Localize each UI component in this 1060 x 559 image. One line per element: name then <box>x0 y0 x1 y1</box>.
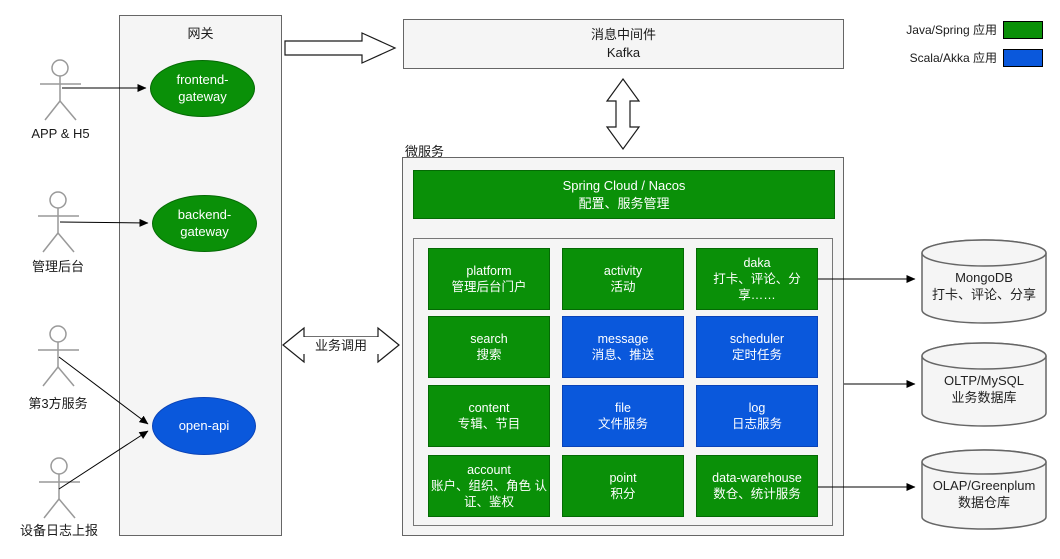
db-name: OLTP/MySQL <box>944 373 1024 389</box>
db-mysql: OLTP/MySQL 业务数据库 <box>921 342 1047 428</box>
service-desc: 账户、组织、角色 认证、鉴权 <box>431 478 547 510</box>
node-frontend-gateway: frontend-gateway <box>150 60 255 117</box>
legend-label-java: Java/Spring 应用 <box>906 23 997 37</box>
service-file: file 文件服务 <box>562 385 684 447</box>
node-open-api: open-api <box>152 397 256 455</box>
block-arrow-kafka-microservices-icon <box>605 77 641 151</box>
service-platform: platform 管理后台门户 <box>428 248 550 310</box>
service-point: point 积分 <box>562 455 684 517</box>
service-desc: 定时任务 <box>731 348 782 362</box>
service-name: message <box>597 331 649 346</box>
service-desc: 积分 <box>610 487 636 501</box>
kafka-line1: 消息中间件 <box>590 27 656 43</box>
actor-label-3rd-party: 第3方服务 <box>28 396 88 411</box>
service-desc: 打卡、评论、分享…… <box>713 271 801 303</box>
service-message: message 消息、推送 <box>562 316 684 378</box>
db-greenplum: OLAP/Greenplum 数据仓库 <box>921 449 1047 531</box>
service-daka: daka 打卡、评论、分享…… <box>696 248 818 310</box>
service-log: log 日志服务 <box>696 385 818 447</box>
service-name: platform <box>466 263 512 278</box>
service-data-warehouse: data-warehouse 数仓、统计服务 <box>696 455 818 517</box>
service-name: daka <box>743 255 771 270</box>
service-desc: 数仓、统计服务 <box>713 487 801 501</box>
service-desc: 消息、推送 <box>591 348 655 362</box>
db-desc: 打卡、评论、分享 <box>931 287 1036 302</box>
service-account: account 账户、组织、角色 认证、鉴权 <box>428 455 550 517</box>
actor-label-device-log: 设备日志上报 <box>19 523 98 538</box>
service-desc: 文件服务 <box>597 417 648 431</box>
service-desc: 专辑、节目 <box>457 417 521 431</box>
service-name: activity <box>603 263 643 278</box>
legend-swatch-scala-icon <box>1003 49 1043 67</box>
service-name: account <box>467 462 511 477</box>
service-name: file <box>615 400 631 415</box>
legend-swatch-java-icon <box>1003 21 1043 39</box>
db-name: MongoDB <box>955 270 1013 286</box>
microservices-title: 微服务 <box>405 144 445 159</box>
db-desc: 业务数据库 <box>951 390 1017 405</box>
block-arrow-gateway-to-kafka-icon <box>284 32 397 64</box>
db-name: OLAP/Greenplum <box>932 478 1036 494</box>
service-desc: 搜索 <box>476 348 502 362</box>
service-scheduler: scheduler 定时任务 <box>696 316 818 378</box>
cylinder-icon <box>921 449 1047 530</box>
actor-3rd-party-icon <box>38 325 79 387</box>
service-name: search <box>470 331 508 346</box>
actor-admin-icon <box>38 191 79 253</box>
cylinder-icon <box>921 342 1047 427</box>
actor-label-admin: 管理后台 <box>31 259 84 274</box>
spring-cloud-line2: 配置、服务管理 <box>578 195 670 211</box>
service-name: data-warehouse <box>712 470 802 485</box>
node-backend-gateway: backend-gateway <box>152 195 257 252</box>
service-desc: 活动 <box>610 280 636 294</box>
service-search: search 搜索 <box>428 316 550 378</box>
service-name: scheduler <box>729 331 785 346</box>
actor-label-app-h5: APP & H5 <box>31 126 90 141</box>
db-desc: 数据仓库 <box>957 495 1010 510</box>
spring-cloud-line1: Spring Cloud / Nacos <box>562 177 686 193</box>
legend-label-scala: Scala/Akka 应用 <box>909 51 997 65</box>
service-name: point <box>609 470 637 485</box>
service-desc: 日志服务 <box>731 417 782 431</box>
biz-call-label: 业务调用 <box>301 337 381 354</box>
actor-device-log-icon <box>39 457 80 519</box>
service-name: content <box>468 400 510 415</box>
kafka-line2: Kafka <box>606 45 641 60</box>
spring-cloud-bar: Spring Cloud / Nacos 配置、服务管理 <box>413 170 835 219</box>
actor-app-h5-icon <box>40 59 81 121</box>
db-mongodb: MongoDB 打卡、评论、分享 <box>921 239 1047 325</box>
cylinder-icon <box>921 239 1047 324</box>
service-content: content 专辑、节目 <box>428 385 550 447</box>
service-activity: activity 活动 <box>562 248 684 310</box>
service-desc: 管理后台门户 <box>451 280 527 294</box>
kafka-box: 消息中间件 Kafka <box>403 19 844 69</box>
gateway-title: 网关 <box>187 26 214 41</box>
service-name: log <box>748 400 766 415</box>
